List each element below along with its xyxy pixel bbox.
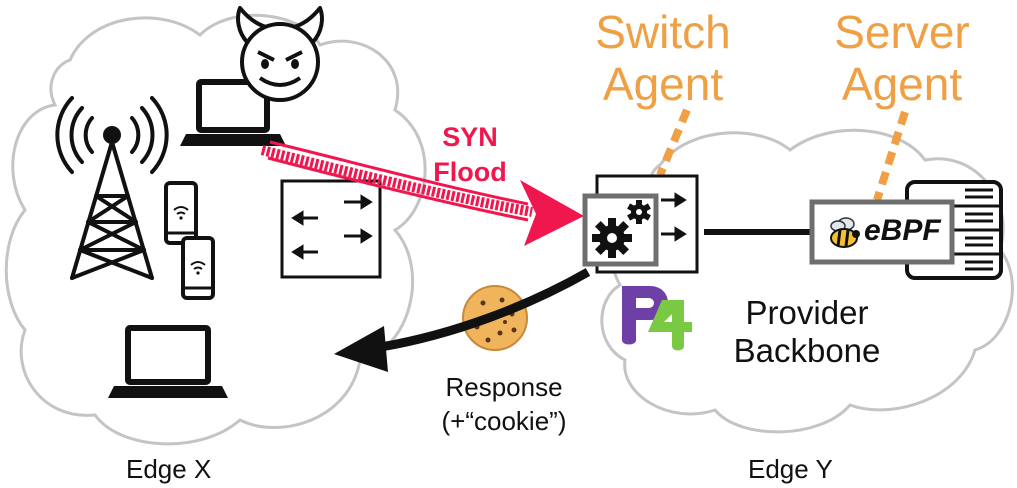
edge-y-label: Edge Y (748, 454, 833, 484)
syn-flood-line1: SYN (442, 122, 498, 152)
backbone-line2: Backbone (733, 332, 881, 369)
switch-agent-line2: Agent (602, 58, 724, 110)
gears-icon (592, 200, 651, 258)
ebpf-bee-icon (830, 217, 860, 248)
ebpf-logo-text: eBPF (864, 214, 941, 247)
response-label: Response (+“cookie”) (414, 370, 594, 438)
switch-icon (280, 179, 382, 279)
devil-face-icon (236, 6, 324, 102)
response-line1: Response (445, 372, 563, 402)
laptop-icon (108, 325, 228, 398)
response-arrow (334, 268, 591, 372)
cell-tower-icon (55, 96, 169, 280)
laptop-icon (180, 79, 286, 146)
provider-backbone-label: Provider Backbone (718, 294, 896, 370)
server-agent-line1: Server (834, 6, 970, 58)
server-agent-label: Server Agent (820, 6, 984, 110)
server-agent-connector (873, 110, 909, 202)
ebpf-box (809, 199, 955, 265)
syn-flood-arrow (260, 140, 584, 246)
syn-flood-line2: Flood (433, 157, 507, 187)
syn-flood-label: SYN Flood (418, 120, 522, 190)
backbone-line1: Provider (745, 294, 869, 331)
smartphone-icon (164, 181, 198, 245)
switch-agent-label: Switch Agent (582, 6, 744, 110)
smartphone-icon (181, 236, 215, 300)
switch-agent-line1: Switch (595, 6, 731, 58)
response-line2: (+“cookie”) (441, 406, 567, 436)
server-agent-line2: Agent (841, 58, 963, 110)
p4-logo (622, 286, 692, 351)
switch-agent-connector (656, 108, 691, 177)
edge-x-label: Edge X (126, 454, 212, 484)
